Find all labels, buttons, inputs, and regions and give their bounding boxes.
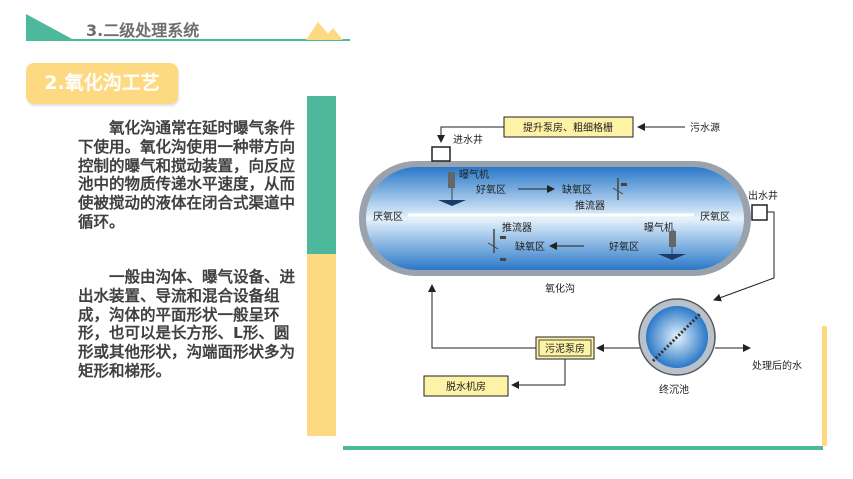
final-tank-scraper bbox=[651, 311, 703, 363]
sludge-pump-label: 污泥泵房 bbox=[545, 342, 585, 355]
aerator-blade-icon bbox=[438, 200, 466, 206]
header-teal-triangle bbox=[26, 14, 74, 40]
propeller-bottom-icon bbox=[487, 229, 506, 261]
propeller-bottom-label: 推流器 bbox=[502, 221, 532, 234]
mountain-icon bbox=[306, 22, 343, 40]
final-tank-label: 终沉池 bbox=[659, 383, 689, 396]
treated-water-label: 处理后的水 bbox=[752, 359, 802, 372]
aerator-bottom-label: 曝气机 bbox=[644, 221, 674, 234]
propeller-top-icon bbox=[612, 178, 627, 200]
propeller-top-label: 推流器 bbox=[575, 199, 605, 212]
dewater-room-box bbox=[423, 375, 509, 397]
right-yellow-bar bbox=[822, 326, 827, 446]
yellow-side-bar bbox=[307, 254, 336, 436]
return-sludge-line bbox=[428, 284, 536, 349]
outlet-well-label: 出水井 bbox=[748, 189, 778, 202]
aerator-bottom-icon bbox=[669, 231, 676, 247]
to-final-tank-line bbox=[713, 211, 775, 302]
dewater-room-label: 脱水机房 bbox=[446, 380, 486, 393]
anaerobic-left-label: 厌氧区 bbox=[373, 210, 403, 223]
anoxic-bottom-label: 缺氧区 bbox=[515, 240, 545, 253]
paragraph-1: 氧化沟通常在延时曝气条件下使用。氧化沟使用一种带方向控制的曝气和搅动装置，向反应… bbox=[78, 119, 296, 231]
aerator-bottom-blade-icon bbox=[658, 254, 686, 260]
oxidation-ditch-diagram: 提升泵房、粗细格栅 污水源 进水井 出水井 曝气机 好氧区 缺氧区 推流器 厌氧… bbox=[359, 116, 802, 397]
inlet-well-label: 进水井 bbox=[453, 133, 483, 146]
header-decoration bbox=[26, 14, 350, 41]
bottom-teal-line bbox=[343, 446, 823, 450]
aerobic-bottom-label: 好氧区 bbox=[609, 240, 639, 253]
to-dewater-line bbox=[511, 359, 566, 389]
ditch-water bbox=[366, 167, 744, 270]
pump-room-label: 提升泵房、粗细格栅 bbox=[523, 121, 613, 134]
to-inlet-arrow bbox=[437, 126, 504, 143]
teal-side-bar bbox=[307, 96, 336, 254]
anaerobic-right-label: 厌氧区 bbox=[700, 210, 730, 223]
page-title: 3.二级处理系统 bbox=[86, 21, 200, 40]
inlet-well-box bbox=[431, 146, 451, 162]
paragraph-2: 一般由沟体、曝气设备、进出水装置、导流和混合设备组成，沟体的平面形状一般呈环形，… bbox=[78, 268, 296, 380]
aerator-icon bbox=[448, 172, 455, 188]
sewage-source-label: 污水源 bbox=[690, 121, 720, 134]
anoxic-top-label: 缺氧区 bbox=[562, 183, 592, 196]
section-title: 2.氧化沟工艺 bbox=[26, 63, 178, 104]
aerobic-top-label: 好氧区 bbox=[476, 183, 506, 196]
outlet-well-box bbox=[751, 204, 768, 221]
ditch-label: 氧化沟 bbox=[545, 282, 575, 295]
aerator-top-label: 曝气机 bbox=[459, 168, 489, 181]
